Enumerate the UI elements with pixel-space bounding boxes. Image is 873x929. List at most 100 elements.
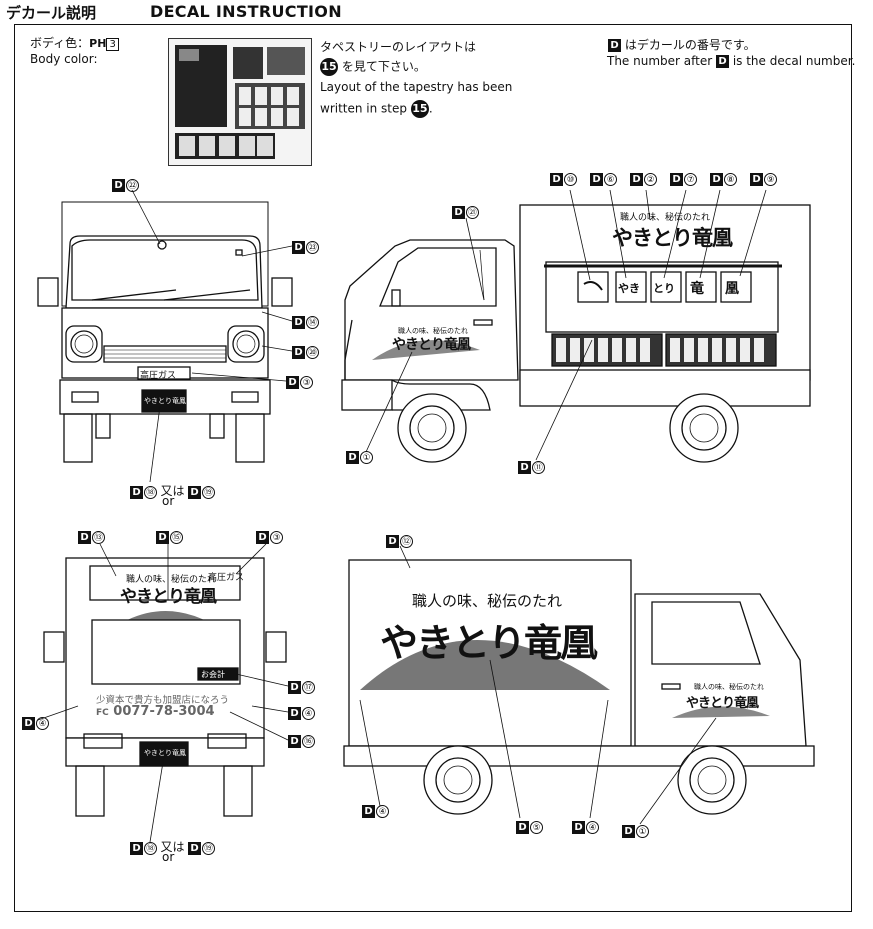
tapestry-thumbnail-art <box>175 45 305 159</box>
callout-number: ⑫ <box>400 534 413 548</box>
callout-number: ④ <box>586 820 599 834</box>
tapestry-note-en1: Layout of the tapestry has been <box>320 80 513 94</box>
decal-d-icon: D <box>518 460 531 474</box>
or-en-front: or <box>162 494 175 508</box>
decal-d-icon: D <box>130 841 143 855</box>
callout-number: ④ <box>376 804 389 818</box>
decal-note-jp-text: はデカールの番号です。 <box>624 38 756 52</box>
instruction-frame <box>14 24 852 912</box>
decal-d-icon: D <box>710 172 723 186</box>
callout-number: ⑮ <box>170 530 183 544</box>
left-door-brand-text: やきとり竜凰 <box>686 696 759 711</box>
decal-d-icon: D <box>292 315 305 329</box>
decal-d-icon: D <box>286 375 299 389</box>
decal-d-icon: D <box>572 820 585 834</box>
callout-number: ② <box>644 172 657 186</box>
decal-d-icon: D <box>112 178 125 192</box>
decal-d-icon: D <box>292 240 305 254</box>
callout-number: ① <box>636 824 649 838</box>
decal-note-en-a: The number after <box>607 54 713 68</box>
callout-number: ㉓ <box>306 240 319 254</box>
rear-phone-prefix: FC <box>96 708 109 718</box>
decal-d-icon: D <box>362 804 375 818</box>
decal-d-icon: D <box>750 172 763 186</box>
callout-number: ㉑ <box>466 205 479 219</box>
callout-number: ㉒ <box>126 178 139 192</box>
rear-license-plate-text: やきとり竜鳳 <box>144 749 186 757</box>
callout-number: ⑨ <box>764 172 777 186</box>
decal-d-icon: D <box>386 534 399 548</box>
callout-number: ④ <box>36 716 49 730</box>
rear-brand-text: やきとり竜凰 <box>120 587 217 607</box>
title-english: DECAL INSTRUCTION <box>150 2 342 21</box>
tapestry-thumbnail <box>168 38 312 166</box>
callout-number: ⑲ <box>202 841 216 855</box>
callout-number: ⑪ <box>532 460 545 474</box>
rear-gas-plate-text: 高圧ガス <box>208 573 245 583</box>
large-side-slogan-text: 職人の味、秘伝のたれ <box>412 592 563 610</box>
decal-d-icon: D <box>288 706 301 720</box>
rear-phone-line: FC 0077-78-3004 <box>96 704 215 719</box>
decal-d-icon: D <box>130 485 143 499</box>
callout-number: ⑧ <box>724 172 737 186</box>
callout-number: ⑥ <box>604 172 617 186</box>
callout-number: ⑰ <box>302 680 315 694</box>
callout-number: ⑲ <box>202 485 216 499</box>
rear-slogan-text: 職人の味、秘伝のたれ <box>126 575 217 585</box>
right-side-view-truck <box>341 204 811 463</box>
callout-number: ③ <box>300 375 313 389</box>
step-15-badge: 15 <box>320 58 338 76</box>
left-side-view-truck <box>343 559 815 815</box>
decal-d-icon: D <box>590 172 603 186</box>
callout-number: ④ <box>302 706 315 720</box>
callout-number: ⑦ <box>684 172 697 186</box>
decal-d-icon: D <box>630 172 643 186</box>
curtain-char-4: 凰 <box>725 281 739 297</box>
decal-d-icon: D <box>292 345 305 359</box>
decal-d-icon: D <box>188 485 202 499</box>
decal-note-jp: D はデカールの番号です。 <box>608 38 756 53</box>
tapestry-note-en2-text: written in step <box>320 101 408 116</box>
callout-number: ⑬ <box>92 530 105 544</box>
callout-number: ⑱ <box>144 485 157 499</box>
side-brand-text: やきとり竜凰 <box>612 226 733 250</box>
cab-door-slogan-text: 職人の味、秘伝のたれ <box>398 327 468 335</box>
callout-number: ⑤ <box>530 820 543 834</box>
large-side-brand-text: やきとり竜凰 <box>380 621 598 665</box>
callout-number: ① <box>360 450 373 464</box>
tapestry-note-jp2-text: を見て下さい。 <box>341 59 426 74</box>
callout-number: ⑭ <box>306 315 319 329</box>
tapestry-note-jp1: タペストリーのレイアウトは <box>320 40 477 54</box>
callout-leader-lines <box>37 189 767 843</box>
rear-phone-number: 0077-78-3004 <box>113 704 215 719</box>
front-gas-plate-text: 高圧ガス <box>140 371 177 381</box>
curtain-char-2: とり <box>653 282 675 295</box>
decal-d-icon-en: D <box>716 55 729 68</box>
front-license-plate-text: やきとり竜鳳 <box>144 397 186 405</box>
decal-d-icon: D <box>188 841 202 855</box>
step-15-badge-en: 15 <box>410 100 429 118</box>
rear-franchise-text: 少資本で貴方も加盟店になろう <box>96 695 230 706</box>
cab-door-brand-text: やきとり竜凰 <box>392 337 471 353</box>
front-view-truck <box>37 201 293 463</box>
callout-number: ③ <box>270 530 283 544</box>
